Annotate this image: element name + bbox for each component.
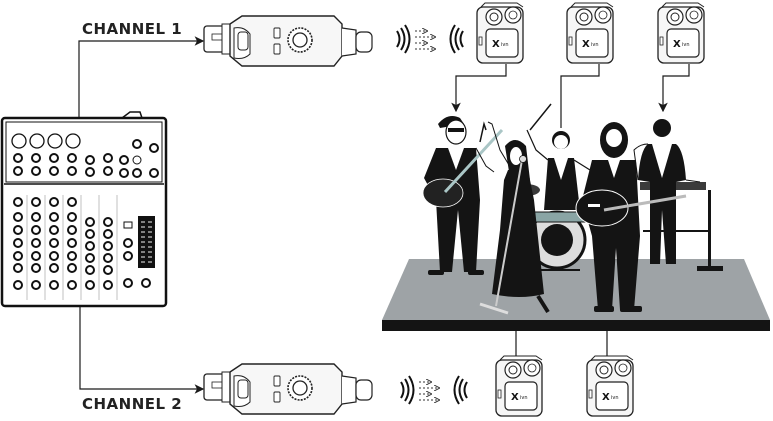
wireless-signal-icon — [401, 376, 467, 404]
receiver-3 — [657, 2, 705, 64]
wireless-signal-icon — [397, 25, 463, 53]
receiver-1 — [476, 2, 524, 64]
transmitter-channel-2 — [203, 363, 373, 415]
electric-guitarist-figure — [422, 116, 504, 275]
receiver-5 — [586, 355, 634, 417]
channel-2-label: CHANNEL 2 — [82, 395, 183, 413]
channel-1-label: CHANNEL 1 — [82, 20, 183, 38]
jack-inputs — [13, 139, 159, 178]
keyboardist-figure — [633, 119, 701, 264]
acoustic-guitarist-figure — [575, 122, 687, 312]
singer-figure — [479, 121, 550, 315]
cable-channel-2 — [79, 306, 205, 394]
band — [422, 103, 723, 315]
receiver-4 — [495, 355, 543, 417]
drummer-figure — [526, 103, 591, 210]
level-meter — [138, 216, 155, 268]
link-rx3-keyboardist — [658, 64, 690, 113]
receiver-2 — [566, 2, 614, 64]
audio-mixer — [0, 111, 168, 308]
cable-channel-1 — [78, 36, 205, 118]
link-rx2-drummer — [560, 64, 600, 128]
transmitter-channel-1 — [203, 15, 373, 67]
link-rx1-guitarist — [451, 64, 507, 113]
xlr-inputs — [11, 133, 81, 149]
